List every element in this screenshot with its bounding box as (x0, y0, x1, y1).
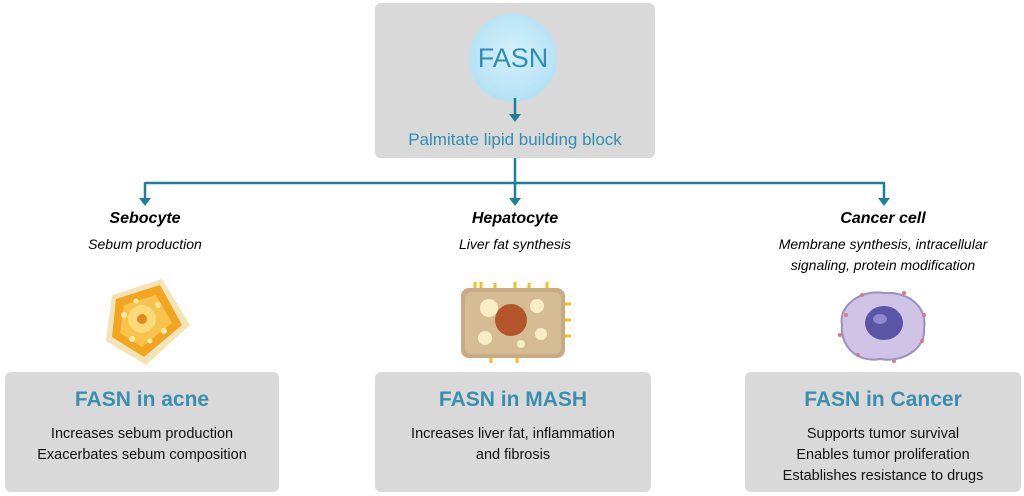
branch-connector (139, 158, 890, 206)
acne-line: Increases sebum production (50, 426, 234, 442)
fasn-circle: FASN (469, 14, 557, 102)
cancer-cell-subtitle-line: Membrane synthesis, intracellular (778, 236, 988, 252)
hepatocyte-title: Hepatocyte (471, 210, 559, 227)
fasn-circle-label: FASN (477, 42, 549, 73)
mash-line: Increases liver fat, inflammation (411, 426, 615, 442)
sebocyte-title: Sebocyte (109, 210, 181, 227)
mash-line: and fibrosis (475, 447, 551, 463)
mash-box: FASN in MASH Increases liver fat, inflam… (375, 372, 651, 492)
sebocyte-subtitle: Sebum production (25, 234, 265, 255)
palmitate-label: Palmitate lipid building block (408, 130, 622, 149)
sebocyte-cell-illustration-icon (106, 279, 190, 365)
mash-heading: FASN in MASH (438, 388, 588, 411)
cancer-heading: FASN in Cancer (804, 388, 962, 411)
acne-heading: FASN in acne (74, 388, 210, 411)
acne-box: FASN in acne Increases sebum production … (5, 372, 279, 492)
sebocyte-subtitle-line: Sebum production (88, 236, 202, 252)
cancer-cell-title: Cancer cell (840, 210, 926, 227)
hepatocyte-subtitle-line: Liver fat synthesis (458, 236, 572, 252)
cancer-line: Enables tumor proliferation (796, 447, 970, 463)
cancer-box: FASN in Cancer Supports tumor survival E… (745, 372, 1021, 492)
cancer-cell-subtitle: Membrane synthesis, intracellular signal… (740, 234, 1024, 276)
cancer-cell-illustration-icon (838, 291, 926, 363)
down-arrow-icon (509, 98, 521, 122)
hepatocyte-subtitle: Liver fat synthesis (395, 234, 635, 255)
hepatocyte-cell-illustration-icon (461, 282, 571, 363)
cancer-line: Establishes resistance to drugs (782, 468, 984, 484)
cancer-line: Supports tumor survival (806, 426, 960, 442)
acne-line: Exacerbates sebum composition (37, 447, 247, 463)
cancer-cell-subtitle-line: signaling, protein modification (790, 257, 976, 273)
